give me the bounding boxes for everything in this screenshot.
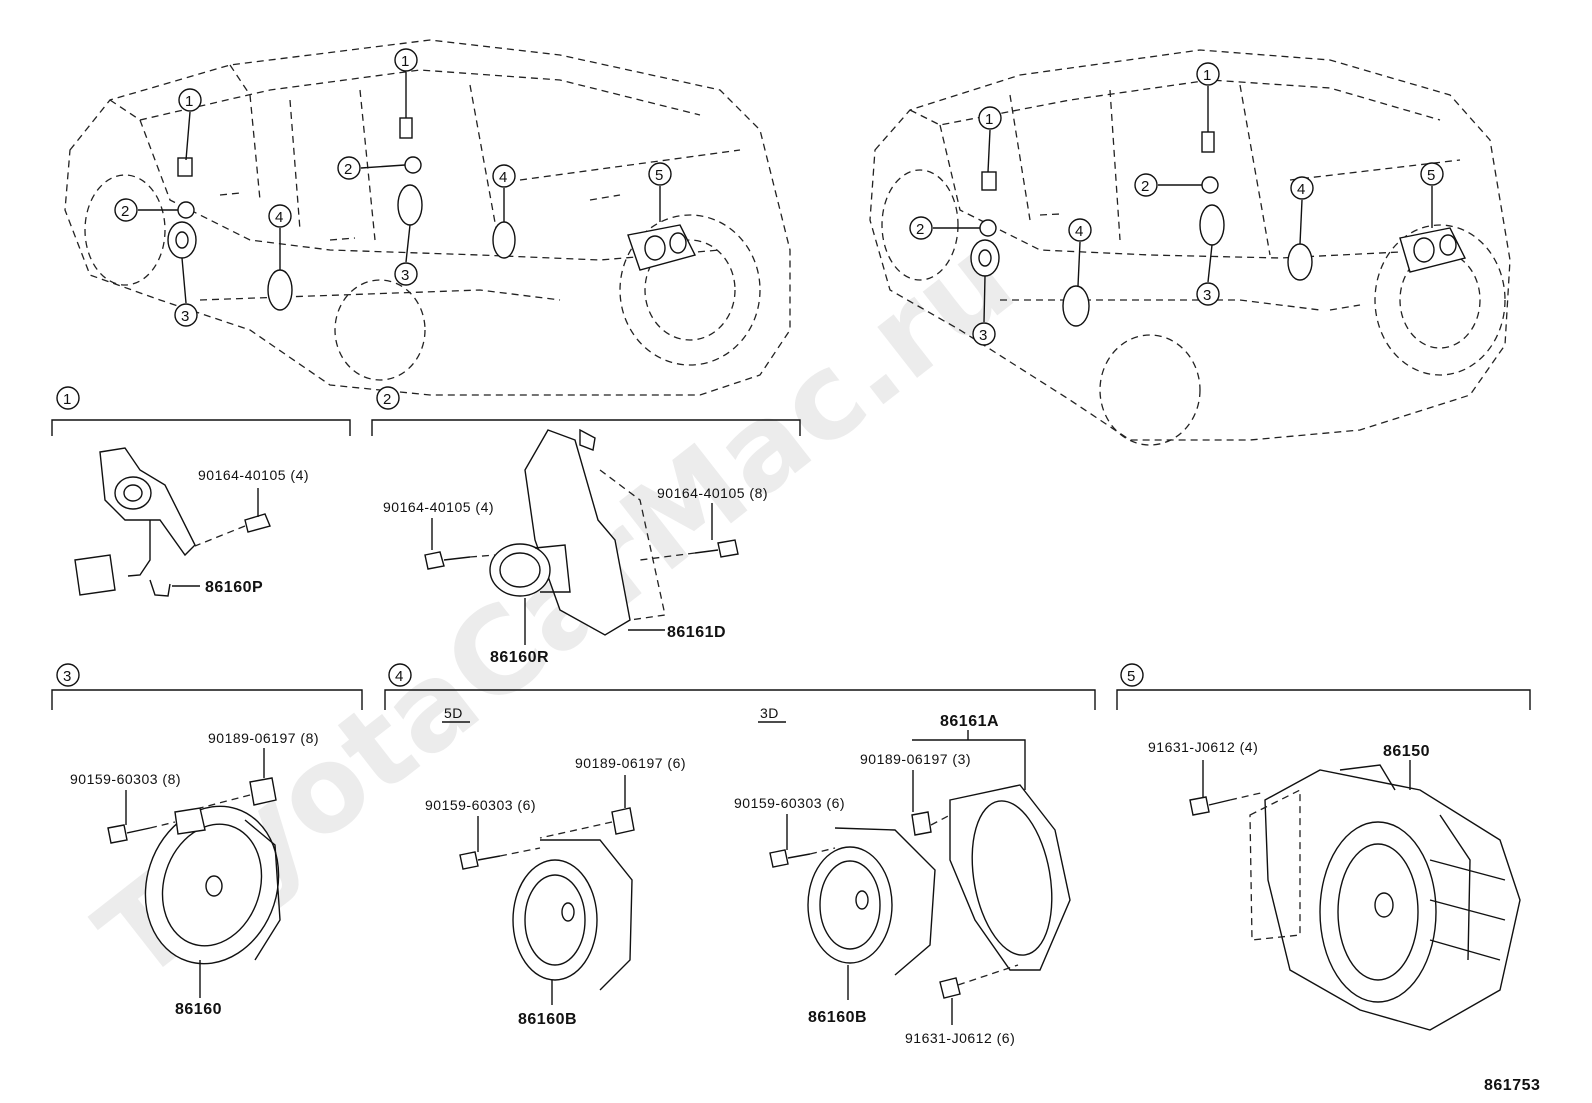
- right-callouts: 1 2 3 1 2 3 4 4 5: [909, 62, 1444, 346]
- s3-part-label: 86160: [175, 1001, 222, 1018]
- callout-3: 3: [1203, 287, 1211, 304]
- s3-clip-label: 90189-06197 (8): [208, 730, 319, 746]
- section-3: 3 90189-06197 (8) 90159-60303 (8) 86160: [51, 663, 363, 1018]
- s2-bolt-right-label: 90164-40105 (8): [657, 485, 768, 501]
- section-2-number: 2: [383, 391, 391, 408]
- s4-3d-part-label: 86160B: [808, 1009, 867, 1026]
- left-callout-leaders: [138, 72, 661, 304]
- callout-2: 2: [1141, 178, 1149, 195]
- callout-4: 4: [275, 209, 283, 226]
- s5-bolt-label: 91631-J0612 (4): [1148, 739, 1258, 755]
- s1-bolt-label: 90164-40105 (4): [198, 467, 309, 483]
- s4-5d-part-label: 86160B: [518, 1011, 577, 1028]
- right-callout-leaders: [933, 86, 1433, 323]
- callout-4: 4: [1075, 223, 1083, 240]
- callout-3: 3: [181, 308, 189, 325]
- callout-1: 1: [1203, 67, 1211, 84]
- section-1: 1 90164-40105 (4) 86160P: [51, 386, 351, 597]
- s4-3d-label: 3D: [760, 705, 779, 721]
- callout-2: 2: [121, 203, 129, 220]
- s4-3d-screw-label: 90159-60303 (6): [734, 795, 845, 811]
- diagram-id: 861753: [1484, 1077, 1540, 1094]
- callout-1: 1: [185, 93, 193, 110]
- section-2: 2 90164-40105 (4) 90164-40105 (8) 86160R…: [371, 386, 801, 666]
- section-4: 4 5D 3D 90189-06197 (6) 90159-60303 (6) …: [384, 663, 1096, 1046]
- callout-4: 4: [499, 169, 507, 186]
- section-5-number: 5: [1127, 668, 1135, 685]
- left-callouts: 1 2 3 1 2 3 4 4 5: [114, 48, 672, 327]
- callout-1: 1: [985, 111, 993, 128]
- section-4-number: 4: [395, 668, 403, 685]
- vehicle-left: [64, 39, 791, 396]
- s4-3d-bolt-label: 91631-J0612 (6): [905, 1030, 1015, 1046]
- s4-3d-bracket-label: 86161A: [940, 713, 999, 730]
- callout-3: 3: [401, 267, 409, 284]
- s2-speaker-label: 86160R: [490, 649, 549, 666]
- callout-3: 3: [979, 327, 987, 344]
- s4-3d-clip-label: 90189-06197 (3): [860, 751, 971, 767]
- s4-5d-screw-label: 90159-60303 (6): [425, 797, 536, 813]
- callout-2: 2: [916, 221, 924, 238]
- vehicle-right: [869, 49, 1511, 446]
- callout-1: 1: [401, 53, 409, 70]
- s2-bracket-label: 86161D: [667, 624, 726, 641]
- callout-5: 5: [655, 167, 663, 184]
- s4-5d-clip-label: 90189-06197 (6): [575, 755, 686, 771]
- s4-5d-label: 5D: [444, 705, 463, 721]
- callout-2: 2: [344, 161, 352, 178]
- section-3-number: 3: [63, 668, 71, 685]
- s2-bolt-left-label: 90164-40105 (4): [383, 499, 494, 515]
- section-1-number: 1: [63, 391, 71, 408]
- callout-4: 4: [1297, 181, 1305, 198]
- s5-part-label: 86150: [1383, 743, 1430, 760]
- section-5: 5 91631-J0612 (4) 86150: [1116, 663, 1531, 1031]
- callout-5: 5: [1427, 167, 1435, 184]
- s3-screw-label: 90159-60303 (8): [70, 771, 181, 787]
- s1-part-label: 86160P: [205, 579, 263, 596]
